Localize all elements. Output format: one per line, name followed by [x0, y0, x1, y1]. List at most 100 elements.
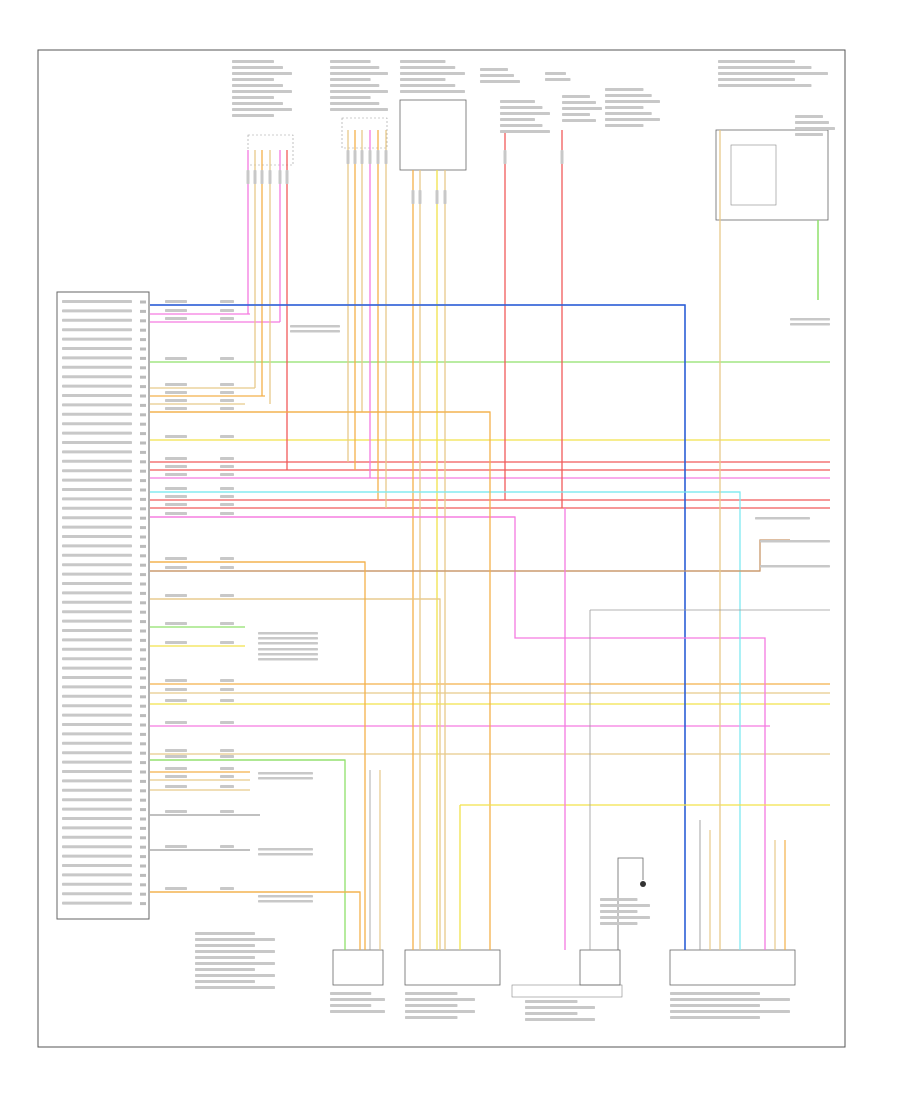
- component-label: [718, 66, 812, 69]
- ecm-pin-label: [62, 337, 132, 341]
- callout-label: [790, 323, 830, 326]
- ecm-pin-label: [62, 629, 132, 632]
- callout-label: [258, 653, 318, 656]
- component-label: [232, 84, 283, 87]
- ecm-pin-label: [62, 817, 132, 820]
- ecm-pin-label: [62, 619, 132, 623]
- ecm-pin-label: [62, 525, 132, 529]
- component-label: [480, 74, 514, 77]
- component-label: [562, 95, 590, 98]
- ecm-pin-label: [62, 563, 132, 567]
- ecm-pin-number: [140, 667, 146, 671]
- wire-vertical-label: [384, 150, 388, 164]
- ecm-pin-number: [140, 563, 146, 567]
- wire-circuit-label: [220, 399, 234, 402]
- ecm-pin-number: [140, 432, 146, 436]
- ecm-pin-number: [140, 770, 146, 774]
- ecm-pin-label: [62, 892, 132, 896]
- wire-vertical-label: [368, 150, 372, 164]
- component-label: [400, 90, 465, 93]
- callout-label: [290, 330, 340, 333]
- wire-green-route: [150, 759, 346, 950]
- ecm-pin-number: [140, 714, 146, 718]
- wire-circuit-label: [220, 465, 234, 468]
- ecm-pin-number: [140, 582, 146, 586]
- ecm-pin-number: [140, 826, 146, 830]
- ecm-pin-number: [140, 864, 146, 868]
- wire-color-label: [165, 512, 187, 515]
- callout-label: [258, 632, 318, 635]
- component-label: [400, 78, 446, 81]
- callout-label: [290, 325, 340, 328]
- component-label: [718, 78, 795, 81]
- wire-circuit-label: [220, 357, 234, 360]
- component-label: [232, 72, 292, 75]
- ecm-pin-number: [140, 685, 146, 689]
- wire-circuit-label: [220, 300, 234, 303]
- callout-label: [258, 637, 318, 640]
- component-label: [545, 72, 566, 75]
- wire-color-label: [165, 357, 187, 360]
- ecm-pin-label: [62, 347, 132, 350]
- component-label: [330, 78, 371, 81]
- ecm-pin-label: [62, 497, 132, 501]
- wire-vertical-label: [353, 150, 357, 164]
- component-label: [545, 78, 571, 81]
- component-label: [500, 124, 543, 127]
- component-label: [670, 992, 760, 995]
- ecm-pin-number: [140, 629, 146, 633]
- component-label: [480, 68, 508, 71]
- ecm-pin-number: [140, 704, 146, 708]
- label-glyphs: [62, 60, 835, 1021]
- component-label: [330, 998, 385, 1001]
- component-label: [400, 60, 446, 63]
- wire-orange-route: [150, 561, 366, 950]
- wire-circuit-label: [220, 512, 234, 515]
- wire-color-label: [165, 887, 187, 890]
- wire-circuit-label: [220, 473, 234, 476]
- component-label: [670, 1016, 760, 1019]
- wire-color-label: [165, 383, 187, 386]
- ecm-pin-label: [62, 375, 132, 379]
- wire-vertical-label: [278, 170, 282, 184]
- wire-vertical-label: [346, 150, 350, 164]
- ecm-pin-number: [140, 883, 146, 887]
- wire-circuit-label: [220, 810, 234, 813]
- wire-circuit-label: [220, 699, 234, 702]
- ecm-pin-number: [140, 450, 146, 454]
- wire-color-label: [165, 300, 187, 303]
- ecm-pin-number: [140, 591, 146, 595]
- wire-circuit-label: [220, 775, 234, 778]
- ecm-pin-number: [140, 817, 146, 821]
- wire-color-label: [165, 473, 187, 476]
- component-label: [605, 112, 652, 115]
- evap-module-block: [669, 949, 796, 986]
- component-label: [330, 60, 371, 63]
- ecm-pin-number: [140, 554, 146, 558]
- wire-circuit-label: [220, 641, 234, 644]
- component-label: [195, 956, 255, 959]
- connector-block: [341, 117, 388, 149]
- wire-vertical-label: [253, 170, 257, 184]
- callout-label: [258, 772, 313, 775]
- wire-color-label: [165, 391, 187, 394]
- component-label: [500, 118, 535, 121]
- wire-circuit-label: [220, 317, 234, 320]
- wire-vertical-label: [443, 190, 447, 204]
- ecm-pin-label: [62, 365, 132, 369]
- ecm-pin-number: [140, 902, 146, 906]
- top-components: [247, 99, 829, 221]
- ecm-pin-number: [140, 873, 146, 877]
- ecm-pin-number: [140, 375, 146, 379]
- wire-color-label: [165, 594, 187, 597]
- instrument-cluster-block: [715, 129, 829, 221]
- wire-vertical-label: [435, 190, 439, 204]
- ecm-pin-label: [62, 300, 132, 303]
- ecm-pin-label: [62, 394, 132, 397]
- wire-color-label: [165, 487, 187, 490]
- ecm-pin-label: [62, 535, 132, 538]
- wire-circuit-label: [220, 688, 234, 691]
- ecm-pin-label: [62, 412, 132, 416]
- ecm-pin-label: [62, 441, 132, 444]
- wire-brown-route: [150, 539, 790, 572]
